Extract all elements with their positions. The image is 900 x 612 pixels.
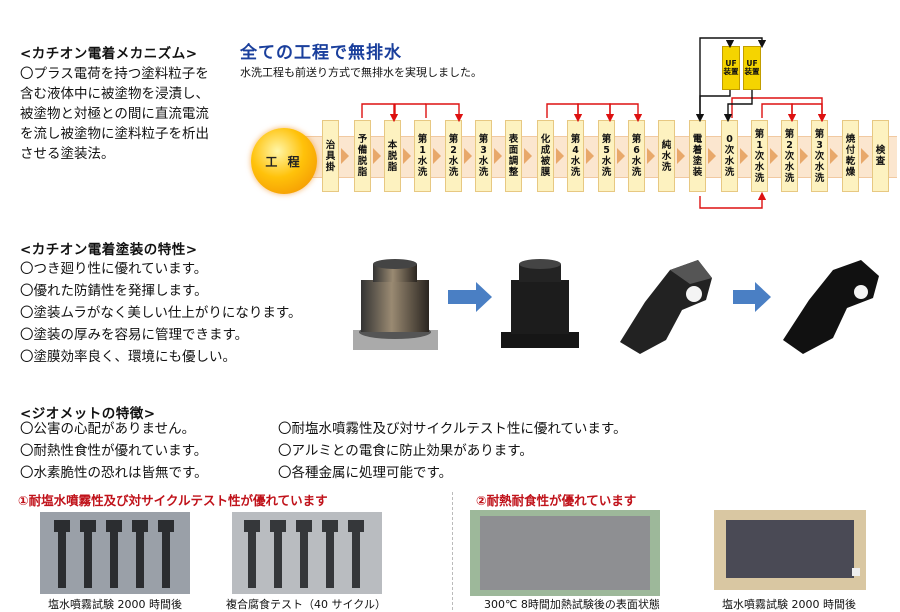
process-step: 第3水洗 xyxy=(475,120,492,192)
uf-unit-2: UF装置 xyxy=(743,46,761,90)
caption-salt-spray-panel: 塩水噴霧試験 2000 時間後 xyxy=(722,598,856,611)
bracket-photo-coated xyxy=(783,260,879,354)
flow-title: 全ての工程で無排水 xyxy=(240,43,402,63)
chevron-right-icon xyxy=(464,148,472,164)
chevron-right-icon xyxy=(770,148,778,164)
process-step: 純水洗 xyxy=(658,120,675,192)
chevron-right-icon xyxy=(677,148,685,164)
chevron-right-icon xyxy=(800,148,808,164)
caption-cycle-test: 複合腐食テスト（40 サイクル） xyxy=(226,598,386,611)
mechanism-title: <カチオン電着メカニズム> xyxy=(20,46,198,62)
process-step: 電着塗装 xyxy=(689,120,706,192)
chevron-right-icon xyxy=(433,148,441,164)
geomet-left-item: 〇水素脆性の恐れは皆無です。 xyxy=(20,465,208,481)
geomet-left-item: 〇公害の心配がありません。 xyxy=(20,421,196,437)
caption-salt-spray: 塩水噴霧試験 2000 時間後 xyxy=(48,598,182,611)
features-title: <カチオン電着塗装の特性> xyxy=(20,242,198,258)
process-step: 第6水洗 xyxy=(628,120,645,192)
feature-item: 〇優れた防錆性を発揮します。 xyxy=(20,283,208,299)
process-circle: 工 程 xyxy=(251,128,317,194)
chevron-right-icon xyxy=(403,148,411,164)
process-step: 治具掛 xyxy=(322,120,339,192)
chevron-right-icon xyxy=(373,148,381,164)
panel-photo-heat xyxy=(470,510,660,596)
bolts-photo-salt xyxy=(40,512,190,594)
chevron-right-icon xyxy=(556,148,564,164)
chevron-right-icon xyxy=(647,148,655,164)
process-step: 本脱脂 xyxy=(384,120,401,192)
part-photo-coated xyxy=(501,259,579,348)
process-step: 第2水洗 xyxy=(445,120,462,192)
process-step: 表面調整 xyxy=(505,120,522,192)
process-step: 0次水洗 xyxy=(721,120,738,192)
test-title-salt-cycle: ①耐塩水噴霧性及び対サイクルテスト性が優れています xyxy=(18,493,328,508)
process-step: 化成被膜 xyxy=(537,120,554,192)
process-step: 第1次水洗 xyxy=(751,120,768,192)
chevron-right-icon xyxy=(617,148,625,164)
chevron-right-icon xyxy=(830,148,838,164)
test-title-heat: ②耐熱耐食性が優れています xyxy=(476,493,637,508)
feature-item: 〇塗膜効率良く、環境にも優しい。 xyxy=(20,349,236,365)
flow-subtitle: 水洗工程も前送り方式で無排水を実現しました。 xyxy=(240,66,482,79)
feature-item: 〇塗装の厚みを容易に管理できます。 xyxy=(20,327,249,343)
chevron-right-icon xyxy=(740,148,748,164)
process-step: 検査 xyxy=(872,120,889,192)
process-step: 第3次水洗 xyxy=(811,120,828,192)
geomet-right-item: 〇耐塩水噴霧性及び対サイクルテスト性に優れています。 xyxy=(278,421,627,437)
bolts-photo-cycle xyxy=(232,512,382,594)
process-step: 予備脱脂 xyxy=(354,120,371,192)
chevron-right-icon xyxy=(586,148,594,164)
bracket-photo-uncoated xyxy=(620,260,712,354)
uf-unit-1: UF装置 xyxy=(722,46,740,90)
chevron-right-icon xyxy=(524,148,532,164)
panel-photo-salt xyxy=(714,510,866,590)
section-divider xyxy=(452,492,453,610)
geomet-right-item: 〇各種金属に処理可能です。 xyxy=(278,465,453,481)
process-step: 第2次水洗 xyxy=(781,120,798,192)
geomet-right-item: 〇アルミとの電食に防止効果があります。 xyxy=(278,443,533,459)
flow-arrows xyxy=(361,37,827,209)
caption-heat-test: 300℃ 8時間加熱試験後の表面状態 xyxy=(484,598,660,611)
process-step: 焼付乾燥 xyxy=(842,120,859,192)
geomet-title: <ジオメットの特徴> xyxy=(20,406,156,422)
chevron-right-icon xyxy=(341,148,349,164)
mechanism-body: 〇プラス電荷を持つ塗料粒子を含む液体中に被塗物を浸漬し、被塗物と対極との間に直流… xyxy=(20,66,209,162)
chevron-right-icon xyxy=(708,148,716,164)
feature-item: 〇つき廻り性に優れています。 xyxy=(20,261,208,277)
part-photo-uncoated xyxy=(353,259,438,350)
chevron-right-icon xyxy=(494,148,502,164)
chevron-right-icon xyxy=(861,148,869,164)
feature-item: 〇塗装ムラがなく美しい仕上がりになります。 xyxy=(20,305,302,321)
process-step: 第1水洗 xyxy=(414,120,431,192)
geomet-left-item: 〇耐熱性食性が優れています。 xyxy=(20,443,208,459)
